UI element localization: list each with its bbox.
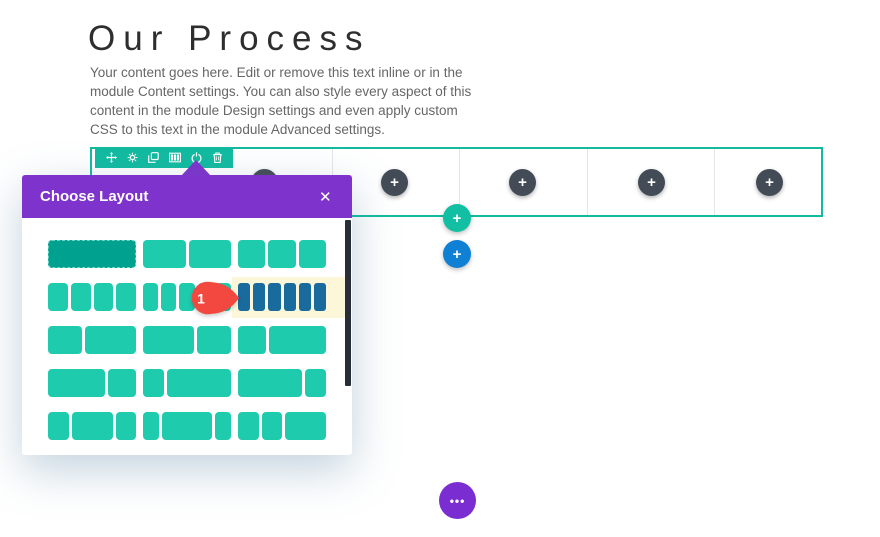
layout-column-block: [269, 326, 326, 354]
layout-column-block: [107, 369, 136, 397]
body-text: Your content goes here. Edit or remove t…: [90, 64, 472, 137]
layout-column-block: [268, 283, 281, 311]
layout-column-block: [143, 283, 159, 311]
layout-column-block: [261, 412, 282, 440]
layout-column-block: [48, 240, 136, 268]
layout-column-block: [285, 412, 326, 440]
layout-option-one-fourth-three-fourths[interactable]: [143, 369, 231, 397]
layout-column-block: [214, 412, 232, 440]
close-icon[interactable]: ✕: [313, 175, 337, 218]
layout-option-one-third-two-thirds[interactable]: [238, 326, 326, 354]
layout-column-block: [238, 326, 267, 354]
layout-option-one-third-x3[interactable]: [238, 240, 326, 268]
modal-title: Choose Layout: [40, 188, 149, 205]
layout-column-block: [71, 412, 113, 440]
layout-option-one-sixth-x6[interactable]: [232, 277, 346, 318]
layout-option-three-fourths-one-fourth[interactable]: [238, 369, 326, 397]
layout-column-block: [93, 283, 114, 311]
layout-column-block: [48, 369, 105, 397]
modal-pointer-notch: [181, 160, 211, 176]
layout-column-block: [143, 326, 194, 354]
layout-option-fullwidth[interactable]: [48, 240, 136, 268]
duplicate-icon[interactable]: [147, 152, 159, 163]
layout-column-block: [115, 412, 136, 440]
layout-column-block: [162, 412, 212, 440]
layout-option-three-fifths-two-fifths[interactable]: [143, 326, 231, 354]
layout-column-block: [238, 412, 259, 440]
layout-column-block: [70, 283, 91, 311]
add-section-button[interactable]: +: [443, 240, 471, 268]
layout-column-block: [85, 326, 136, 354]
page-settings-button[interactable]: •••: [439, 482, 476, 519]
layout-column-block: [143, 240, 186, 268]
step-number: 1: [197, 291, 205, 307]
layout-column-block: [197, 326, 231, 354]
layout-column-block: [48, 326, 82, 354]
insert-module-button[interactable]: +: [509, 169, 536, 196]
layout-column-block: [268, 240, 296, 268]
layout-column-block: [298, 283, 311, 311]
add-row-button[interactable]: +: [443, 204, 471, 232]
layout-option-two-fifths-three-fifths[interactable]: [48, 326, 136, 354]
layout-column-block: [161, 283, 177, 311]
layout-column-block: [238, 240, 266, 268]
layout-column-block: [179, 283, 195, 311]
column-divider: [587, 149, 588, 215]
insert-module-button[interactable]: +: [638, 169, 665, 196]
modal-header: Choose Layout ✕: [22, 175, 352, 218]
column-divider: [714, 149, 715, 215]
layout-column-block: [116, 283, 136, 311]
row-toolbar: [95, 147, 233, 168]
layout-column-block: [143, 369, 165, 397]
layout-column-block: [48, 283, 68, 311]
layout-column-block: [188, 240, 231, 268]
change-columns-icon[interactable]: [168, 152, 181, 163]
column-divider: [459, 149, 460, 215]
step-callout-arrow: 1: [191, 281, 239, 315]
page-title: Our Process: [88, 19, 371, 59]
layout-column-block: [238, 369, 302, 397]
choose-layout-modal: Choose Layout ✕: [22, 175, 352, 455]
layout-option-one-fifth-three-fifths-one-fifth[interactable]: [143, 412, 232, 440]
layout-option-two-thirds-one-third[interactable]: [48, 369, 136, 397]
layout-column-block: [298, 240, 326, 268]
delete-icon[interactable]: [212, 152, 223, 163]
layout-column-block: [283, 283, 296, 311]
insert-module-button[interactable]: +: [381, 169, 408, 196]
layout-column-block: [304, 369, 326, 397]
layout-option-one-fourth-one-fourth-one-half[interactable]: [238, 412, 326, 440]
insert-module-button[interactable]: +: [756, 169, 783, 196]
layout-column-block: [313, 283, 327, 311]
layout-column-block: [253, 283, 266, 311]
layout-column-block: [238, 283, 251, 311]
layout-column-block: [167, 369, 231, 397]
modal-body: [22, 218, 352, 455]
layout-column-block: [48, 412, 69, 440]
layout-option-one-half-x2[interactable]: [143, 240, 231, 268]
settings-icon[interactable]: [127, 152, 138, 163]
move-icon[interactable]: [105, 152, 117, 163]
modal-scrollbar[interactable]: [345, 220, 351, 386]
layout-option-one-fourth-x4[interactable]: [48, 283, 136, 311]
layout-column-block: [143, 412, 160, 440]
layout-option-one-fourth-one-half-one-fourth[interactable]: [48, 412, 136, 440]
